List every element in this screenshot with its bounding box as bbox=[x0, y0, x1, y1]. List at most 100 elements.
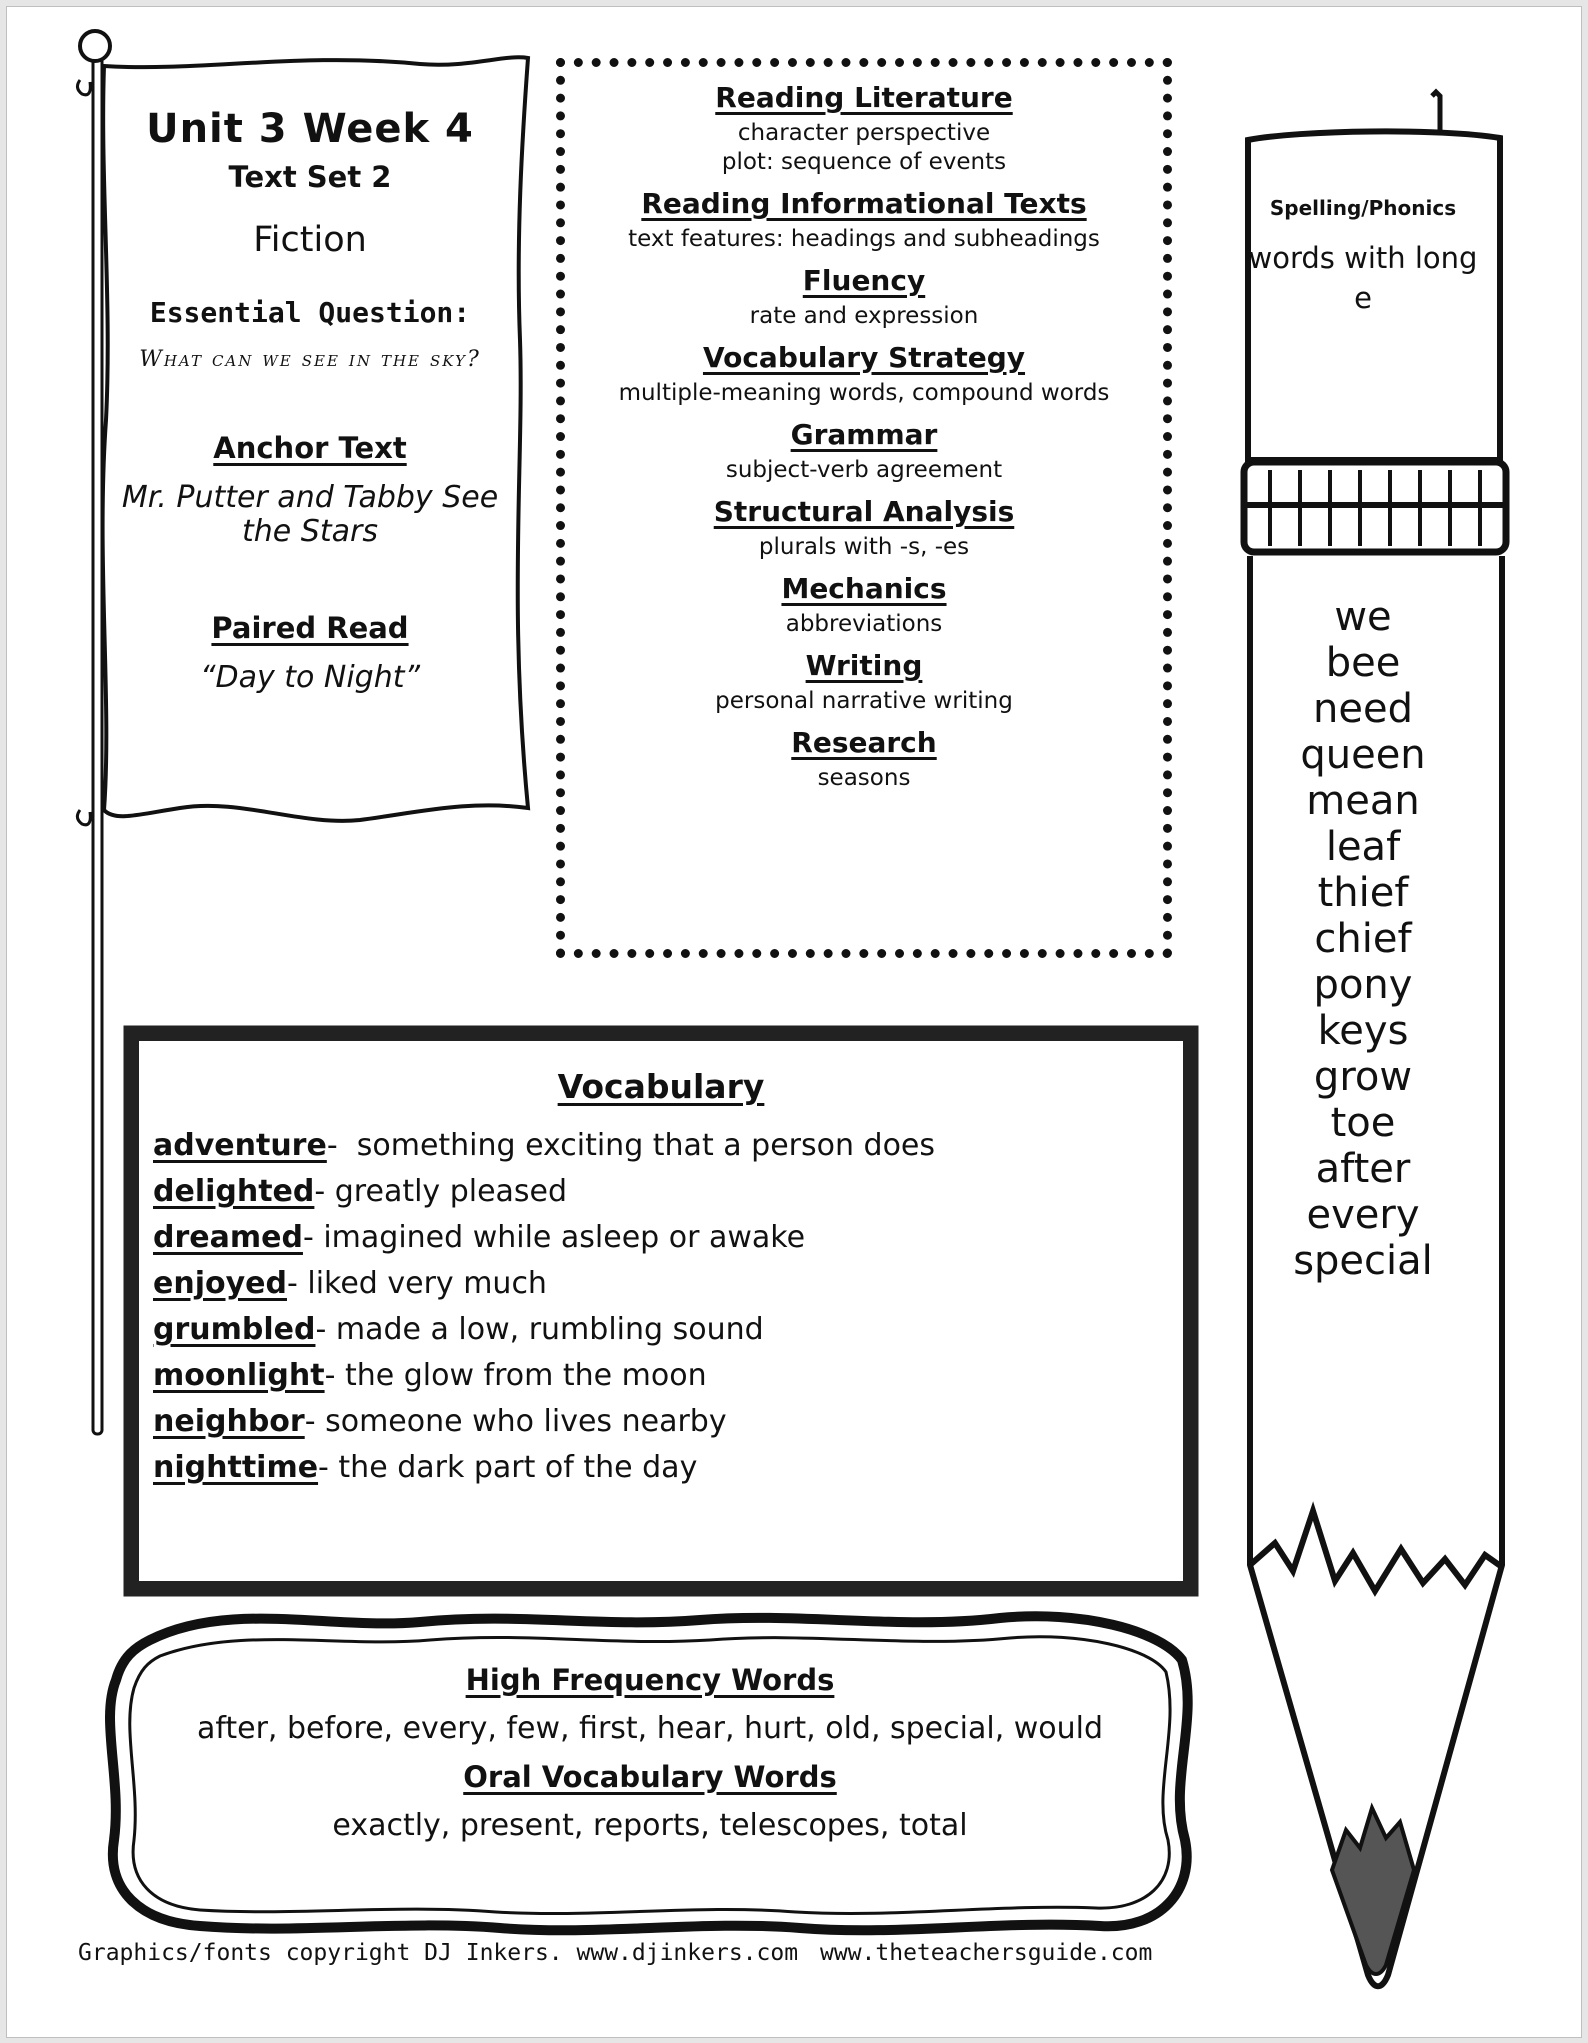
skill-writing: Writing personal narrative writing bbox=[565, 649, 1163, 716]
vocab-definition: imagined while asleep or awake bbox=[323, 1220, 806, 1255]
vocabulary-list: adventure- something exciting that a per… bbox=[153, 1123, 935, 1491]
skill-heading: Mechanics bbox=[781, 572, 947, 605]
skill-mechanics: Mechanics abbreviations bbox=[565, 572, 1163, 639]
skill-heading: Vocabulary Strategy bbox=[702, 341, 1026, 374]
spelling-word-list: we bee need queen mean leaf thief chief … bbox=[1238, 594, 1488, 1284]
anchor-text-heading: Anchor Text bbox=[213, 431, 407, 465]
spelling-word: toe bbox=[1330, 1100, 1396, 1146]
skill-value: seasons bbox=[817, 765, 911, 791]
pencil-graphic bbox=[1240, 88, 1510, 1990]
spelling-word: mean bbox=[1306, 778, 1420, 824]
skill-fluency: Fluency rate and expression bbox=[565, 264, 1163, 331]
vocab-word: delighted bbox=[153, 1174, 315, 1209]
vocab-definition: the glow from the moon bbox=[344, 1358, 707, 1393]
vocab-separator: - bbox=[324, 1358, 345, 1393]
skill-value: subject-verb agreement bbox=[725, 457, 1003, 483]
spelling-label: Spelling/Phonics bbox=[1269, 196, 1457, 220]
vocabulary-item: adventure- something exciting that a per… bbox=[153, 1123, 935, 1169]
paired-read-heading: Paired Read bbox=[211, 611, 409, 645]
spelling-word: every bbox=[1306, 1192, 1420, 1238]
vocab-word: dreamed bbox=[153, 1220, 303, 1255]
spelling-word: grow bbox=[1313, 1054, 1413, 1100]
oral-vocabulary-heading: Oral Vocabulary Words bbox=[463, 1760, 837, 1794]
oral-vocabulary-words: exactly, present, reports, telescopes, t… bbox=[332, 1808, 968, 1843]
vocab-separator: - bbox=[318, 1450, 339, 1485]
vocab-definition: the dark part of the day bbox=[338, 1450, 698, 1485]
flag-banner bbox=[100, 55, 531, 823]
vocab-word: grumbled bbox=[153, 1312, 316, 1347]
vocab-separator: - bbox=[302, 1220, 324, 1255]
vocabulary-item: enjoyed- liked very much bbox=[153, 1261, 935, 1307]
vocab-word: adventure bbox=[153, 1128, 327, 1163]
skill-value: text features: headings and subheadings bbox=[628, 226, 1100, 252]
skill-value: abbreviations bbox=[785, 611, 943, 637]
skill-grammar: Grammar subject-verb agreement bbox=[565, 418, 1163, 485]
high-frequency-cloud: High Frequency Words after, before, ever… bbox=[110, 1635, 1190, 1935]
vocabulary-item: dreamed- imagined while asleep or awake bbox=[153, 1215, 935, 1261]
text-set-label: Text Set 2 bbox=[228, 160, 392, 194]
skill-research: Research seasons bbox=[565, 726, 1163, 793]
essential-question-text: What can we see in the sky? bbox=[139, 347, 481, 372]
vocab-word: moonlight bbox=[153, 1358, 325, 1393]
skill-heading: Writing bbox=[805, 649, 923, 682]
high-frequency-words: after, before, every, few, first, hear, … bbox=[196, 1711, 1104, 1746]
spelling-word: keys bbox=[1317, 1008, 1409, 1054]
footer-website: www.theteachersguide.com bbox=[820, 1940, 1153, 1966]
skill-reading-literature: Reading Literature character perspective… bbox=[565, 81, 1163, 177]
essential-question-heading: Essential Question: bbox=[149, 296, 471, 329]
skills-box: Reading Literature character perspective… bbox=[556, 58, 1172, 958]
skill-heading: Reading Informational Texts bbox=[641, 187, 1087, 220]
spelling-word: queen bbox=[1300, 732, 1426, 778]
vocab-word: neighbor bbox=[153, 1404, 305, 1439]
spelling-word: chief bbox=[1314, 916, 1412, 962]
spelling-pattern: words with long e bbox=[1248, 241, 1478, 315]
vocabulary-item: neighbor- someone who lives nearby bbox=[153, 1399, 935, 1445]
spelling-word: pony bbox=[1313, 962, 1413, 1008]
skill-value: personal narrative writing bbox=[715, 688, 1013, 714]
skill-value: multiple-meaning words, compound words bbox=[618, 380, 1110, 406]
skill-heading: Grammar bbox=[790, 418, 938, 451]
high-frequency-heading: High Frequency Words bbox=[465, 1663, 835, 1697]
vocab-definition: made a low, rumbling sound bbox=[335, 1312, 764, 1347]
spelling-word: need bbox=[1313, 686, 1413, 732]
skill-heading: Fluency bbox=[802, 264, 926, 297]
vocab-definition: liked very much bbox=[307, 1266, 547, 1301]
vocabulary-title: Vocabulary bbox=[557, 1067, 765, 1106]
unit-info-flag: Unit 3 Week 4 Text Set 2 Fiction Essenti… bbox=[120, 106, 500, 757]
paired-read-title: “Day to Night” bbox=[199, 660, 421, 695]
skill-heading: Structural Analysis bbox=[713, 495, 1015, 528]
spelling-word: leaf bbox=[1325, 824, 1401, 870]
vocab-definition: someone who lives nearby bbox=[325, 1404, 727, 1439]
unit-title: Unit 3 Week 4 bbox=[146, 106, 474, 152]
skill-heading: Reading Literature bbox=[715, 81, 1013, 114]
skill-vocabulary-strategy: Vocabulary Strategy multiple-meaning wor… bbox=[565, 341, 1163, 408]
spelling-word: bee bbox=[1325, 640, 1401, 686]
vocabulary-box: Vocabulary adventure- something exciting… bbox=[125, 1027, 1197, 1595]
vocab-separator: - bbox=[286, 1266, 308, 1301]
skill-value: plurals with -s, -es bbox=[758, 534, 970, 560]
vocab-definition: something exciting that a person does bbox=[356, 1128, 936, 1163]
spelling-word: thief bbox=[1317, 870, 1409, 916]
vocab-separator: - bbox=[326, 1128, 357, 1163]
spelling-word: after bbox=[1315, 1146, 1411, 1192]
vocab-separator: - bbox=[314, 1174, 335, 1209]
spelling-word: we bbox=[1334, 594, 1392, 640]
vocab-separator: - bbox=[304, 1404, 326, 1439]
skill-reading-informational: Reading Informational Texts text feature… bbox=[565, 187, 1163, 254]
skill-value: character perspective plot: sequence of … bbox=[721, 120, 1007, 175]
vocab-word: nighttime bbox=[153, 1450, 319, 1485]
vocab-definition: greatly pleased bbox=[334, 1174, 568, 1209]
vocab-separator: - bbox=[315, 1312, 336, 1347]
footer-copyright: Graphics/fonts copyright DJ Inkers. www.… bbox=[78, 1940, 799, 1966]
skill-value: rate and expression bbox=[749, 303, 979, 329]
genre-label: Fiction bbox=[253, 220, 367, 260]
vocabulary-item: delighted- greatly pleased bbox=[153, 1169, 935, 1215]
skill-heading: Research bbox=[791, 726, 937, 759]
spelling-word: special bbox=[1293, 1238, 1433, 1284]
skill-structural-analysis: Structural Analysis plurals with -s, -es bbox=[565, 495, 1163, 562]
vocabulary-item: grumbled- made a low, rumbling sound bbox=[153, 1307, 935, 1353]
vocabulary-item: nighttime- the dark part of the day bbox=[153, 1445, 935, 1491]
flag-pole bbox=[75, 29, 112, 1436]
vocabulary-item: moonlight- the glow from the moon bbox=[153, 1353, 935, 1399]
anchor-text-title: Mr. Putter and Tabby See the Stars bbox=[121, 480, 499, 549]
